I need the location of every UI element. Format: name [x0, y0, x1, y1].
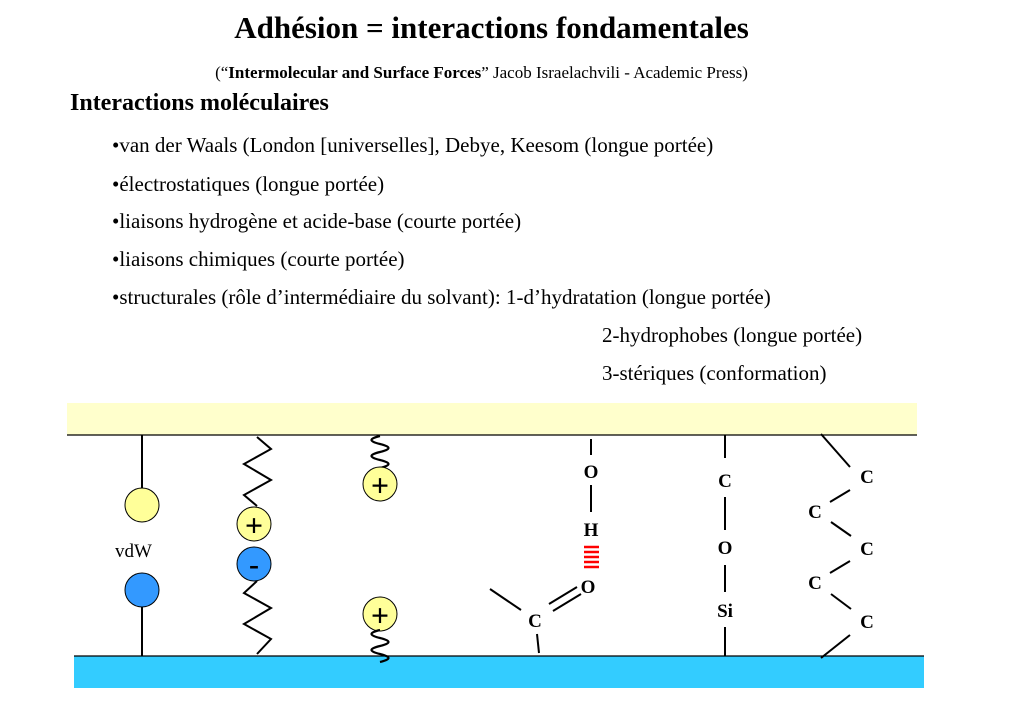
- atom-c-covalent: C: [718, 471, 732, 492]
- top-positive-sign: +: [371, 467, 389, 503]
- chain-atom-c5: C: [860, 612, 874, 633]
- chain-bond-3: [829, 560, 851, 574]
- reference-line: (“Intermolecular and Surface Forces” Jac…: [0, 63, 963, 83]
- covalent-bond-interaction: C O Si: [717, 435, 733, 656]
- chain-atom-c3: C: [860, 539, 874, 560]
- bullet-van-der-waals: •van der Waals (London [universelles], D…: [112, 133, 714, 157]
- bullet-structural: •structurales (rôle d’intermédiaire du s…: [112, 285, 771, 309]
- atom-o-covalent: O: [718, 538, 733, 559]
- double-bond-2: [552, 593, 582, 612]
- top-spring: [241, 436, 274, 507]
- chain-top-bond: [820, 433, 851, 468]
- top-coil: [370, 434, 390, 470]
- c-left-bond: [489, 588, 522, 611]
- double-bond-1: [548, 586, 578, 605]
- negative-sphere: [236, 546, 272, 582]
- chain-bond-1: [829, 489, 851, 503]
- steric-chain-interaction: C C C C C: [808, 433, 874, 659]
- section-heading: Interactions moléculaires: [70, 90, 329, 116]
- positive-sphere: [236, 506, 272, 542]
- reference-open: (“: [215, 63, 229, 82]
- top-positive-sphere: [362, 466, 398, 502]
- bottom-spring: [241, 580, 274, 655]
- chain-atom-c4: C: [808, 573, 822, 594]
- bullet-electrostatic: •électrostatiques (longue portée): [112, 172, 385, 196]
- atom-h: H: [584, 520, 599, 541]
- yellow-sphere: [124, 487, 160, 523]
- chain-bottom-bond: [820, 634, 851, 659]
- bottom-coil: [370, 628, 390, 664]
- c-surface-bond: [536, 633, 540, 654]
- blue-sphere: [124, 572, 160, 608]
- reference-book-title: Intermolecular and Surface Forces: [228, 63, 482, 82]
- bottom-positive-sign: +: [371, 597, 389, 633]
- vdw-label: vdW: [115, 541, 152, 562]
- hydrogen-bond-interaction: O H O C: [489, 439, 599, 654]
- hydrogen-bond-dashes: [584, 545, 599, 569]
- sub-bullet-hydrophobic: 2-hydrophobes (longue portée): [602, 323, 863, 347]
- bullet-chemical-bonds: •liaisons chimiques (courte portée): [112, 247, 405, 271]
- positive-sign: +: [245, 507, 263, 543]
- page-title: Adhésion = interactions fondamentales: [234, 10, 749, 45]
- reference-rest: ” Jacob Israelachvili - Academic Press): [481, 63, 748, 82]
- atom-c: C: [528, 611, 542, 632]
- negative-sign: -: [249, 548, 259, 581]
- chain-atom-c1: C: [860, 467, 874, 488]
- atom-o-top: O: [584, 462, 599, 483]
- hydration-interaction: + +: [362, 434, 398, 664]
- chain-bond-2: [830, 521, 852, 537]
- atom-si: Si: [717, 601, 733, 622]
- bottom-surface: [74, 656, 924, 688]
- chain-bond-4: [830, 593, 852, 610]
- top-surface: [67, 403, 917, 435]
- atom-o-bottom: O: [581, 577, 596, 598]
- bullet-hydrogen-bonds: •liaisons hydrogène et acide-base (court…: [112, 209, 522, 233]
- vdw-interaction: vdW: [115, 435, 160, 656]
- electrostatic-interaction: + -: [236, 436, 274, 655]
- sub-bullet-steric: 3-stériques (conformation): [602, 361, 827, 385]
- chain-atom-c2: C: [808, 502, 822, 523]
